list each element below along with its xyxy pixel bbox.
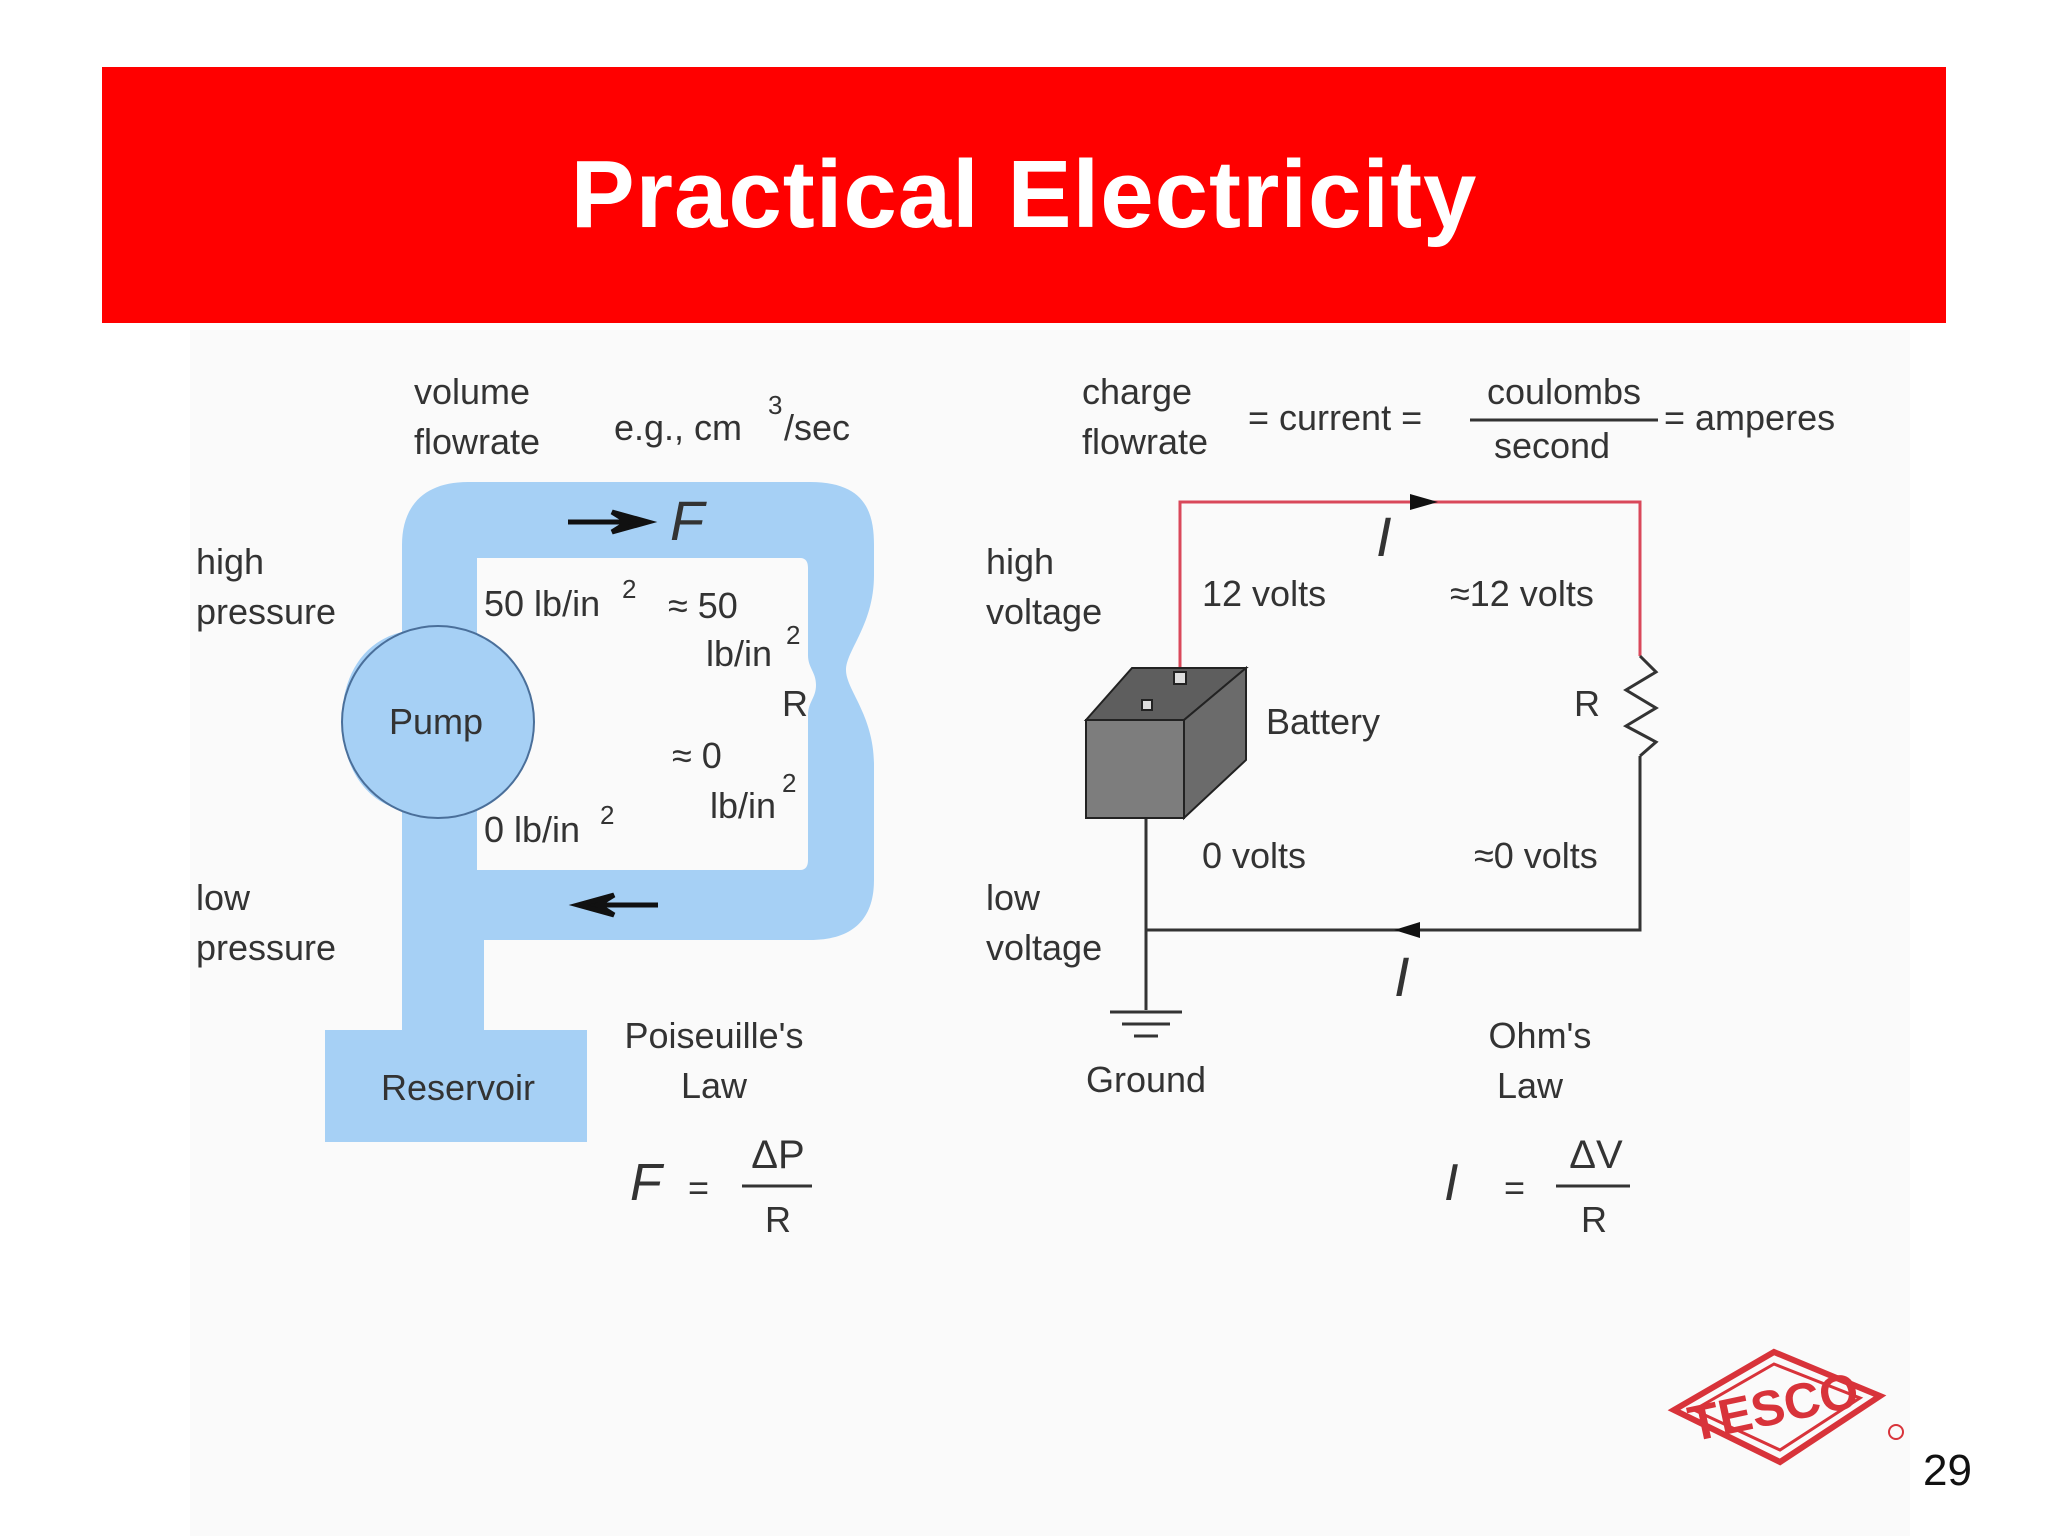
label-12-volts: 12 volts <box>1202 573 1326 614</box>
label-units-tail: /sec <box>784 407 850 448</box>
label-ground: Ground <box>1086 1059 1206 1100</box>
label-resistance: R <box>782 683 808 724</box>
fluid-system: volume flowrate e.g., cm 3 /sec F high p… <box>196 371 874 1240</box>
flow-symbol: F <box>670 489 707 552</box>
label-coulombs: coulombs <box>1487 371 1641 412</box>
flow-arrow-bottom <box>568 892 658 918</box>
current-symbol-bottom: I <box>1394 945 1410 1008</box>
flow-arrow-top <box>568 509 658 535</box>
current-arrow-top <box>1410 494 1438 510</box>
label-units: e.g., cm <box>614 407 742 448</box>
resistor <box>1622 654 1659 758</box>
equation-numerator: ΔV <box>1569 1133 1623 1177</box>
equation-lhs: I <box>1444 1154 1458 1212</box>
wire-low <box>1146 756 1642 932</box>
label-volume: volume <box>414 371 530 412</box>
equation-equals: = <box>688 1167 709 1208</box>
label-0-volts: 0 volts <box>1202 835 1306 876</box>
label-law: Law <box>681 1065 748 1106</box>
label-lbin-top-sup: 2 <box>786 620 800 650</box>
label-50-psi-sup: 2 <box>622 574 636 604</box>
label-equals-current: = current = <box>1248 397 1422 438</box>
tesco-logo-text: TESCO <box>1683 1362 1863 1453</box>
label-reservoir: Reservoir <box>381 1067 535 1108</box>
label-units-sup: 3 <box>768 390 782 420</box>
label-approx-0-volts: ≈0 volts <box>1474 835 1598 876</box>
label-high-voltage: voltage <box>986 591 1102 632</box>
label-approx-50: ≈ 50 <box>668 585 738 626</box>
label-low: low <box>986 877 1041 918</box>
label-resistance: R <box>1574 683 1600 724</box>
label-high: high <box>196 541 264 582</box>
label-flowrate: flowrate <box>414 421 540 462</box>
label-law-name: Poiseuille's <box>625 1015 804 1056</box>
electric-circuit: charge flowrate = current = coulombs sec… <box>986 371 1835 1240</box>
label-high: high <box>986 541 1054 582</box>
label-0-psi: 0 lb/in <box>484 809 580 850</box>
label-battery: Battery <box>1266 701 1380 742</box>
label-low-pressure: pressure <box>196 927 336 968</box>
current-arrow-bottom <box>1394 922 1420 938</box>
label-law-name: Ohm's <box>1489 1015 1592 1056</box>
label-pump: Pump <box>389 701 483 742</box>
label-high-pressure: pressure <box>196 591 336 632</box>
label-0-psi-sup: 2 <box>600 800 614 830</box>
equation-denominator: R <box>1581 1199 1607 1240</box>
label-charge: charge <box>1082 371 1192 412</box>
label-charge-flowrate: flowrate <box>1082 421 1208 462</box>
ground-icon <box>1110 1010 1182 1038</box>
label-low: low <box>196 877 251 918</box>
label-approx-12-volts: ≈12 volts <box>1450 573 1594 614</box>
equation-numerator: ΔP <box>751 1133 804 1177</box>
tesco-logo: TESCO <box>1667 1348 1904 1466</box>
label-second: second <box>1494 425 1610 466</box>
label-law: Law <box>1497 1065 1564 1106</box>
equation-denominator: R <box>765 1199 791 1240</box>
equation-lhs: F <box>630 1154 665 1212</box>
slide-title: Practical Electricity <box>570 141 1478 248</box>
label-lbin-bottom: lb/in <box>710 785 776 826</box>
label-50-psi: 50 lb/in <box>484 583 600 624</box>
pump-body <box>341 625 535 819</box>
title-banner: Practical Electricity <box>102 67 1946 323</box>
fluid-pipe-loop <box>342 482 874 1032</box>
equation-equals: = <box>1504 1167 1525 1208</box>
reservoir-body <box>325 1030 587 1142</box>
page-number: 29 <box>1923 1446 1972 1495</box>
label-amperes: = amperes <box>1664 397 1835 438</box>
current-symbol-top: I <box>1376 505 1392 568</box>
label-lbin-bottom-sup: 2 <box>782 768 796 798</box>
label-approx-0: ≈ 0 <box>672 735 722 776</box>
label-lbin-top: lb/in <box>706 633 772 674</box>
label-low-voltage: voltage <box>986 927 1102 968</box>
battery-icon <box>1083 665 1249 821</box>
